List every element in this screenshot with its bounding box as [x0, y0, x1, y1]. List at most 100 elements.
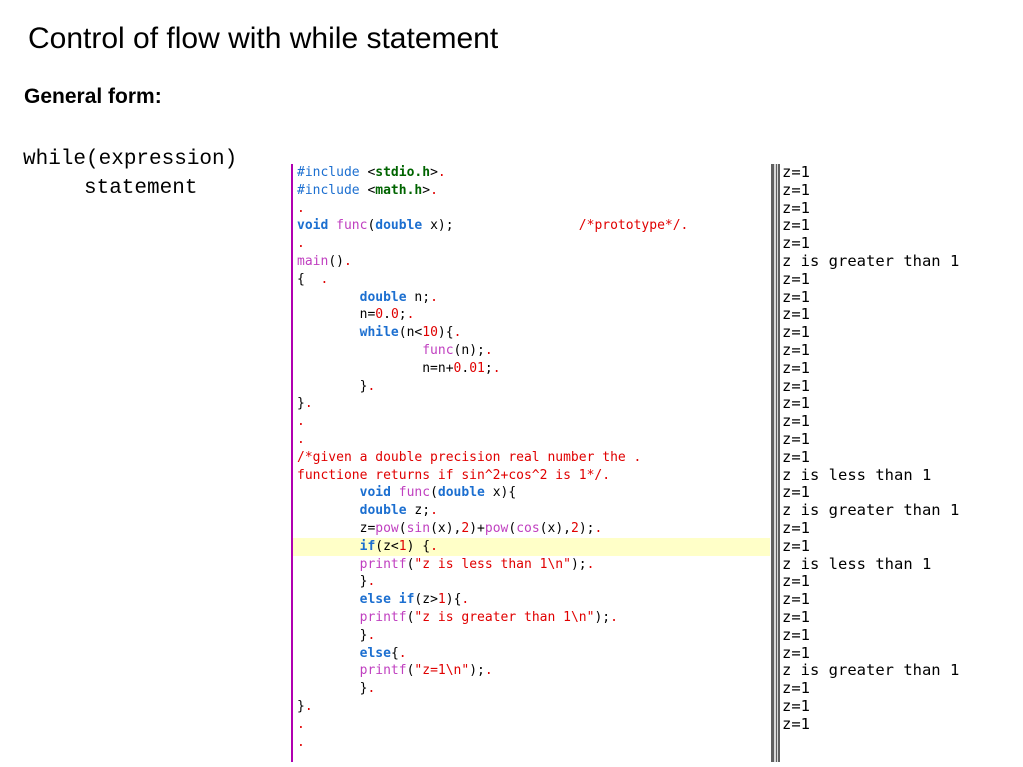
code-token: pow: [375, 520, 399, 536]
code-token: .: [367, 378, 376, 394]
code-token: while: [359, 325, 399, 341]
console-line: z=1: [782, 234, 810, 253]
code-token: .: [484, 663, 493, 679]
console-line: z is greater than 1: [782, 501, 960, 520]
code-token: .: [610, 609, 618, 625]
code-token: [297, 539, 360, 554]
code-token: if: [359, 538, 376, 554]
code-token: n;: [406, 289, 431, 305]
console-line: z is less than 1: [782, 554, 932, 573]
console-line: z=1: [782, 340, 810, 359]
code-line[interactable]: #include <stdio.h>.: [297, 164, 770, 182]
code-token: );: [594, 609, 611, 625]
code-line[interactable]: .: [297, 734, 770, 752]
code-token: .: [297, 414, 305, 430]
code-line[interactable]: }.: [297, 395, 770, 413]
code-token: .: [633, 449, 642, 465]
code-line[interactable]: z=pow(sin(x),2)+pow(cos(x),2);.: [297, 520, 770, 538]
code-token: else if: [359, 592, 415, 608]
code-token: }: [297, 698, 305, 714]
code-line[interactable]: }.: [297, 627, 770, 645]
code-editor[interactable]: #include <stdio.h>.#include <math.h>..vo…: [291, 164, 770, 762]
console-line: z=1: [782, 287, 810, 306]
console-line: z=1: [782, 518, 810, 537]
code-token: .: [602, 467, 611, 483]
code-token: {: [508, 485, 517, 501]
code-token: .: [586, 556, 595, 572]
code-token: .: [461, 360, 470, 376]
code-line[interactable]: while(n<10){.: [297, 324, 770, 342]
code-line[interactable]: functione returns if sin^2+cos^2 is 1*/.: [297, 467, 770, 485]
code-token: {: [297, 271, 321, 287]
code-token: (: [406, 556, 415, 572]
code-line[interactable]: }.: [297, 698, 770, 716]
code-token: printf: [359, 663, 407, 679]
console-line: z=1: [782, 643, 810, 662]
code-token: x): [484, 485, 509, 501]
pane-splitter[interactable]: [771, 164, 780, 762]
code-token: .: [437, 165, 446, 180]
code-token: <: [367, 182, 376, 198]
code-token: ;: [484, 360, 493, 376]
code-token: .: [304, 396, 313, 412]
code-token: printf: [359, 556, 407, 572]
code-line[interactable]: printf("z is less than 1\n");.: [297, 556, 770, 574]
code-line[interactable]: n=0.0;.: [297, 306, 770, 324]
code-line[interactable]: .: [297, 235, 770, 253]
code-line[interactable]: .: [297, 200, 770, 218]
code-token: func: [422, 342, 454, 358]
code-token: .: [297, 236, 305, 252]
console-line: z is less than 1: [782, 465, 932, 484]
code-token: }: [297, 627, 368, 643]
general-form-syntax: while(expression)statement: [23, 145, 237, 203]
code-token: .: [367, 681, 376, 697]
code-line[interactable]: double z;.: [297, 502, 770, 520]
code-line[interactable]: { .: [297, 271, 770, 289]
code-token: (: [367, 218, 376, 234]
code-line[interactable]: }.: [297, 680, 770, 698]
code-line[interactable]: if(z<1) {.: [293, 537, 770, 556]
console-line: z=1: [782, 164, 810, 181]
general-form-heading: General form:: [24, 85, 162, 108]
code-token: .: [398, 645, 407, 661]
form-line-statement: statement: [84, 177, 198, 200]
code-token: .: [367, 574, 376, 590]
code-token: func: [398, 485, 431, 501]
code-token: }: [297, 574, 368, 590]
code-token: else: [359, 645, 391, 661]
code-token: func: [336, 218, 368, 234]
code-line[interactable]: n=n+0.01;.: [297, 360, 770, 378]
code-line[interactable]: else if(z>1){.: [297, 591, 770, 609]
code-line[interactable]: /*given a double precision real number t…: [297, 449, 770, 467]
code-token: ) {: [406, 538, 431, 554]
console-line: z=1: [782, 572, 810, 591]
code-line[interactable]: func(n);.: [297, 342, 770, 360]
code-line[interactable]: #include <math.h>.: [297, 182, 770, 200]
code-line[interactable]: .: [297, 413, 770, 431]
code-line[interactable]: printf("z=1\n");.: [297, 662, 770, 680]
code-token: );: [469, 663, 485, 679]
code-line[interactable]: void func(double x); /*prototype*/.: [297, 217, 770, 235]
code-token: .: [484, 342, 493, 358]
code-line[interactable]: else{.: [297, 645, 770, 663]
code-line[interactable]: }.: [297, 378, 770, 396]
code-token: [297, 592, 360, 607]
code-token: [297, 325, 360, 340]
code-line[interactable]: .: [297, 716, 770, 734]
code-token: (x),: [539, 520, 571, 536]
console-line: z=1: [782, 394, 810, 413]
code-token: .: [320, 271, 329, 287]
code-token: {: [453, 592, 462, 608]
code-line[interactable]: }.: [297, 573, 770, 591]
code-line[interactable]: void func(double x){: [297, 484, 770, 502]
code-token: "z is greater than 1\n": [414, 609, 595, 625]
code-line[interactable]: main().: [297, 253, 770, 271]
code-token: (z>: [414, 592, 438, 608]
code-line[interactable]: double n;.: [297, 289, 770, 307]
code-token: /*given a double precision real number t…: [297, 449, 634, 465]
code-token: void: [297, 218, 337, 234]
code-token: .: [430, 538, 438, 554]
code-line[interactable]: printf("z is greater than 1\n");.: [297, 609, 770, 627]
code-line[interactable]: .: [297, 431, 770, 449]
